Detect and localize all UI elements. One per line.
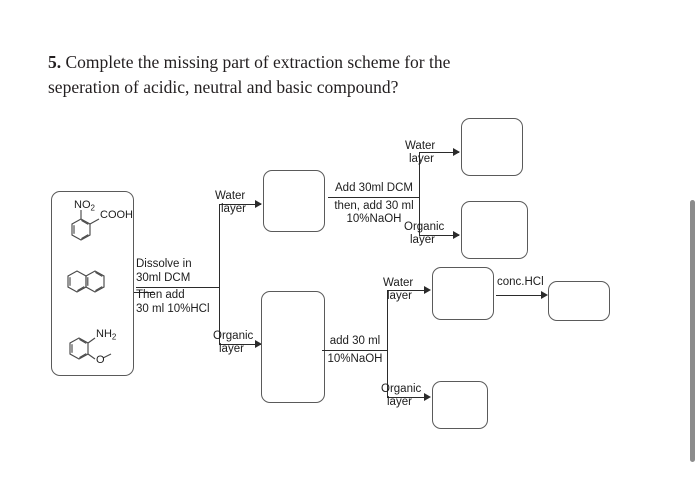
step-1-above-2: 30ml DCM xyxy=(136,271,191,284)
answer-box-f-conc-hcl-product[interactable] xyxy=(548,281,610,321)
connector-mixture-to-step1 xyxy=(134,292,154,294)
molecule-2-nitrobenzoic-acid: NO2 COOH xyxy=(58,196,133,254)
molecule-naphthalene xyxy=(60,262,122,310)
label-cooh: COOH xyxy=(100,209,133,221)
starting-mixture-box xyxy=(51,191,134,376)
label-organic-layer-1-line2: layer xyxy=(219,343,244,355)
label-organic-layer-2-line1: Organic xyxy=(404,221,445,233)
step-1-organic-arrowhead xyxy=(255,339,262,348)
step-4-reagent-label: conc.HCl xyxy=(497,276,544,288)
step-3-above-1: add 30 ml xyxy=(329,335,381,347)
label-water-layer-1: Water layer xyxy=(215,190,259,216)
label-o-methoxy: O xyxy=(96,354,105,366)
step-3-below-1: 10%NaOH xyxy=(327,352,383,365)
step-4-arrowhead xyxy=(541,290,548,299)
question-text: 5. Complete the missing part of extracti… xyxy=(48,50,620,100)
label-organic-layer-2: Organic layer xyxy=(404,221,454,247)
step-2-water-branch-line xyxy=(419,152,459,154)
step-3-water-arrowhead xyxy=(424,285,431,294)
step-2-below-2: 10%NaOH xyxy=(346,213,402,226)
step-1-below-1: Then add xyxy=(136,289,185,302)
label-water-layer-2-line1: Water xyxy=(405,140,436,152)
step-1-below-2: 30 ml 10%HCl xyxy=(136,302,210,315)
label-organic-layer-3-line1: Organic xyxy=(381,383,422,395)
step-1-water-branch-line xyxy=(219,204,261,206)
step-2-above-1: Add 30ml DCM xyxy=(335,182,413,194)
answer-box-d-organic-layer-2[interactable] xyxy=(461,201,528,259)
step-3-organic-arrowhead xyxy=(424,392,431,401)
step-3-reagent-label: add 30 ml 10%NaOH xyxy=(322,335,388,366)
step-1-water-arrowhead xyxy=(255,199,262,208)
step-2-organic-branch-line xyxy=(419,235,459,237)
step-1-above-1: Dissolve in xyxy=(136,258,192,270)
step-1-reagent-label: Dissolve in 30ml DCM Then add 30 ml 10%H… xyxy=(136,258,220,316)
label-water-layer-2-line2: layer xyxy=(409,153,434,165)
step-3-water-branch-line xyxy=(387,290,429,292)
step-3-organic-branch-line xyxy=(387,397,429,399)
step-2-below-1: then, add 30 ml xyxy=(334,199,414,212)
label-water-layer-3-line1: Water xyxy=(383,277,414,289)
answer-box-e-water-layer-3[interactable] xyxy=(432,267,494,320)
question-line-2: seperation of acidic, neutral and basic … xyxy=(48,77,399,97)
step-2-reagent-label: Add 30ml DCM then, add 30 ml 10%NaOH xyxy=(328,182,420,227)
scrollbar-thumb[interactable] xyxy=(690,200,695,462)
label-water-layer-3: Water layer xyxy=(383,277,427,303)
step-2-water-arrowhead xyxy=(453,147,460,156)
question-line-1: Complete the missing part of extraction … xyxy=(65,52,451,72)
label-water-layer-1-line2: layer xyxy=(221,203,246,215)
answer-box-g-organic-layer-3[interactable] xyxy=(432,381,488,429)
answer-box-c-water-layer-2[interactable] xyxy=(461,118,523,176)
label-organic-layer-2-line2: layer xyxy=(410,234,435,246)
step-3-split-bar xyxy=(387,290,389,397)
step-1-split-bar xyxy=(219,204,221,344)
question-number: 5. xyxy=(48,52,62,72)
step-2-split-bar xyxy=(419,152,421,235)
answer-box-a-water-layer-1[interactable] xyxy=(263,170,325,232)
label-no2: NO2 xyxy=(74,199,96,213)
step-2-divider xyxy=(328,197,420,199)
label-organic-layer-3: Organic layer xyxy=(381,383,431,409)
label-water-layer-1-line1: Water xyxy=(215,190,246,202)
step-2-organic-arrowhead xyxy=(453,230,460,239)
step-4-arrow-line xyxy=(496,295,545,297)
label-nh2: NH2 xyxy=(96,328,117,342)
label-organic-layer-3-line2: layer xyxy=(387,396,412,408)
step-3-divider xyxy=(322,350,388,352)
label-organic-layer-1: Organic layer xyxy=(213,330,261,356)
label-water-layer-2: Water layer xyxy=(405,140,449,166)
answer-box-b-organic-layer-1[interactable] xyxy=(261,291,325,403)
label-organic-layer-1-line1: Organic xyxy=(213,330,254,342)
step-1-organic-branch-line xyxy=(219,344,261,346)
step-1-divider xyxy=(136,286,220,288)
molecule-2-methoxyaniline: NH2 O xyxy=(58,323,130,375)
label-water-layer-3-line2: layer xyxy=(387,290,412,302)
